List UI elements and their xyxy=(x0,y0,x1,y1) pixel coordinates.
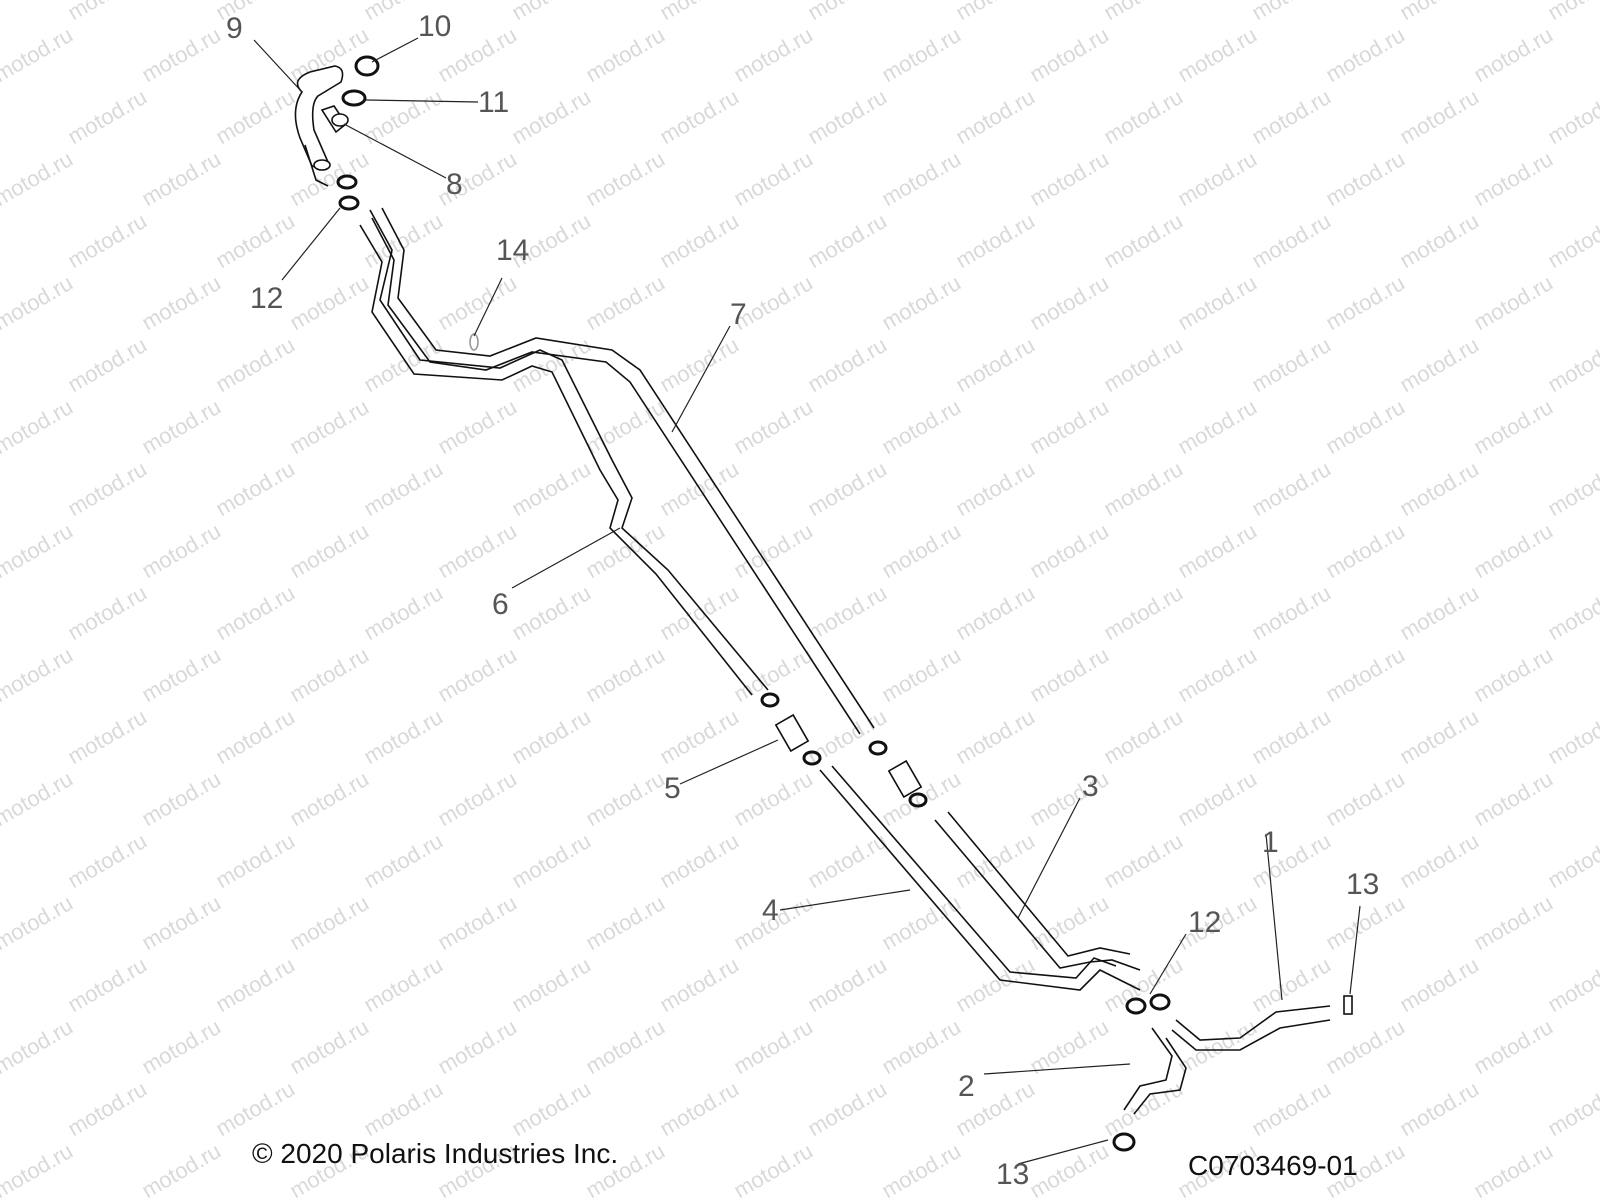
tube-4 xyxy=(819,769,1141,991)
coupler-5-left xyxy=(760,692,822,766)
hose-2 xyxy=(1123,1027,1187,1115)
clamp-11 xyxy=(341,89,367,107)
callout-12: 12 xyxy=(250,282,284,315)
callout-9: 9 xyxy=(226,12,243,45)
clip-13-right xyxy=(1343,995,1353,1015)
clamp-12-top xyxy=(336,174,360,211)
callout-13: 13 xyxy=(996,1158,1030,1191)
callout-8: 8 xyxy=(446,168,463,201)
callout-5: 5 xyxy=(664,772,681,805)
tube-6 xyxy=(369,209,769,691)
callout-10: 10 xyxy=(418,10,452,43)
callout-14: 14 xyxy=(496,234,530,267)
callout-1: 1 xyxy=(1262,826,1279,859)
clamp-13-bottom xyxy=(1112,1132,1136,1152)
callout-13: 13 xyxy=(1346,868,1380,901)
tube-7 xyxy=(381,207,875,729)
callout-7: 7 xyxy=(730,298,747,331)
leader-lines xyxy=(253,37,1361,1165)
elbow-hose-8 xyxy=(320,105,349,134)
callout-6: 6 xyxy=(492,588,509,621)
callout-12: 12 xyxy=(1188,906,1222,939)
figure-id: C0703469-01 xyxy=(1188,1150,1358,1181)
callout-3: 3 xyxy=(1082,770,1099,803)
clip-14 xyxy=(469,333,479,351)
callout-4: 4 xyxy=(762,894,779,927)
hose-1 xyxy=(1171,1005,1331,1051)
tube-3 xyxy=(934,819,1141,971)
callout-11: 11 xyxy=(478,86,510,119)
clamp-12-bottom xyxy=(1125,993,1171,1015)
elbow-hose-9 xyxy=(294,65,344,187)
clamp-10 xyxy=(354,55,380,77)
callout-2: 2 xyxy=(958,1070,975,1103)
coupler-5-right xyxy=(868,740,928,808)
copyright-text: © 2020 Polaris Industries Inc. xyxy=(252,1138,619,1169)
